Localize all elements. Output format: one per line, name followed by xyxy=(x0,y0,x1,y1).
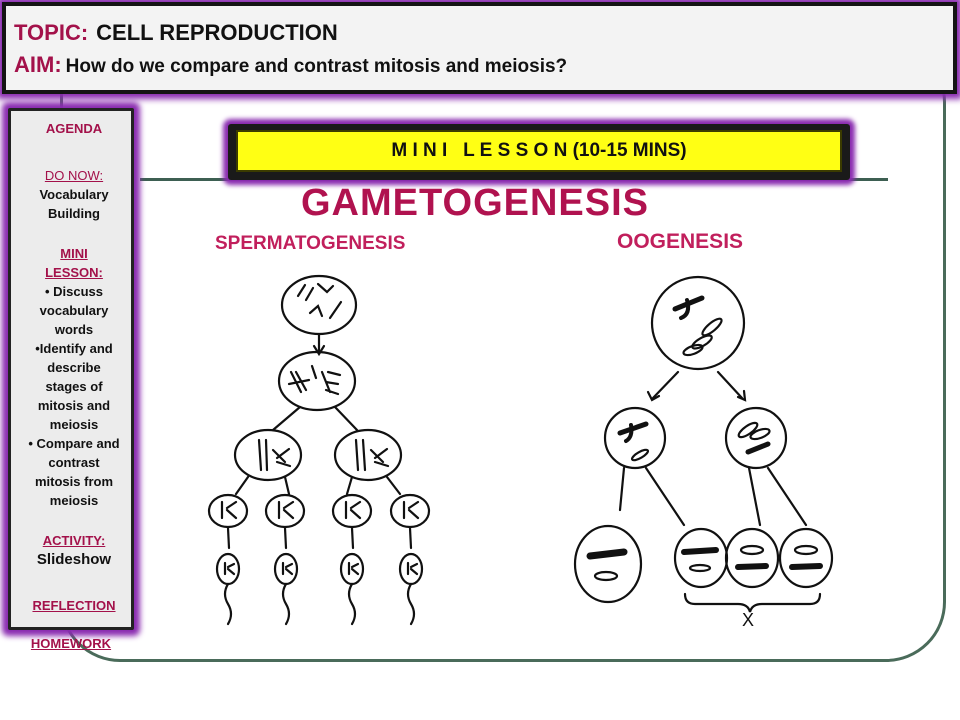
activity-value: Slideshow xyxy=(36,551,112,568)
mini-lesson-line: mitosis and xyxy=(37,398,111,413)
topic-line: TOPIC: CELL REPRODUCTION xyxy=(14,20,338,46)
do-now-item: Vocabulary xyxy=(39,187,109,202)
topic-label: TOPIC: xyxy=(14,20,89,45)
primary-spermatocyte-cell xyxy=(277,350,357,412)
spermatogonium-cell xyxy=(280,274,358,336)
mini-lesson-line: stages of xyxy=(45,379,103,394)
mini-lesson-line: meiosis xyxy=(49,417,99,432)
sperm-cells xyxy=(215,552,424,626)
mini-lesson-line: describe xyxy=(47,360,101,375)
mini-lesson-line: words xyxy=(54,322,94,337)
topic-value: CELL REPRODUCTION xyxy=(96,20,338,45)
oogenesis-heading: OOGENESIS xyxy=(617,230,744,253)
agenda-panel: AGENDA DO NOW: Vocabulary Building MINI … xyxy=(8,108,134,630)
arrow xyxy=(271,405,359,432)
oogonium-cell xyxy=(650,275,746,371)
spermatid-cells xyxy=(207,493,431,529)
diagram-title: GAMETOGENESIS xyxy=(300,182,650,224)
mini-lesson-line: •Identify and xyxy=(35,341,113,356)
mini-lesson-label: MINI xyxy=(60,246,88,261)
arrow-head xyxy=(312,344,326,357)
header-panel: TOPIC: CELL REPRODUCTION AIM:How do we co… xyxy=(2,2,957,94)
brace-label: X xyxy=(742,610,754,630)
aim-label: AIM: xyxy=(14,52,62,77)
primary-oocyte-left xyxy=(603,406,667,470)
mini-lesson-line: mitosis from xyxy=(34,474,113,489)
homework-label: HOMEWORK xyxy=(30,636,112,651)
reflection-label: REFLECTION xyxy=(32,598,116,613)
mini-lesson-line: • Discuss xyxy=(44,284,104,299)
agenda-title: AGENDA xyxy=(45,121,103,136)
primary-oocyte-right xyxy=(724,406,788,470)
do-now-item: Building xyxy=(48,206,100,221)
aim-value: How do we compare and contrast mitosis a… xyxy=(65,56,568,77)
arrow xyxy=(618,466,808,527)
brace xyxy=(683,592,822,613)
mini-lesson-line: meiosis xyxy=(49,493,99,508)
polar-body-cells xyxy=(673,527,834,589)
activity-label: ACTIVITY: xyxy=(42,533,106,548)
do-now-label: DO NOW: xyxy=(44,168,104,183)
secondary-spermatocyte-right xyxy=(333,428,403,482)
arrow xyxy=(226,526,413,550)
secondary-spermatocyte-left xyxy=(233,428,303,482)
arrow xyxy=(234,475,402,496)
aim-line: AIM:How do we compare and contrast mitos… xyxy=(14,52,567,78)
mini-lesson-banner-text: M I N I L E S S O N (10-15 MINS) xyxy=(236,130,842,172)
mini-lesson-line: contrast xyxy=(48,455,100,470)
ovum-cell xyxy=(573,524,643,604)
mini-lesson-line: • Compare and xyxy=(28,436,120,451)
arrow xyxy=(651,370,744,400)
arrow-head xyxy=(646,389,747,402)
mini-lesson-line: vocabulary xyxy=(39,303,109,318)
spermatogenesis-heading: SPERMATOGENESIS xyxy=(215,233,406,254)
mini-lesson-banner: M I N I L E S S O N (10-15 MINS) xyxy=(228,124,850,180)
mini-lesson-label: LESSON: xyxy=(45,265,103,280)
